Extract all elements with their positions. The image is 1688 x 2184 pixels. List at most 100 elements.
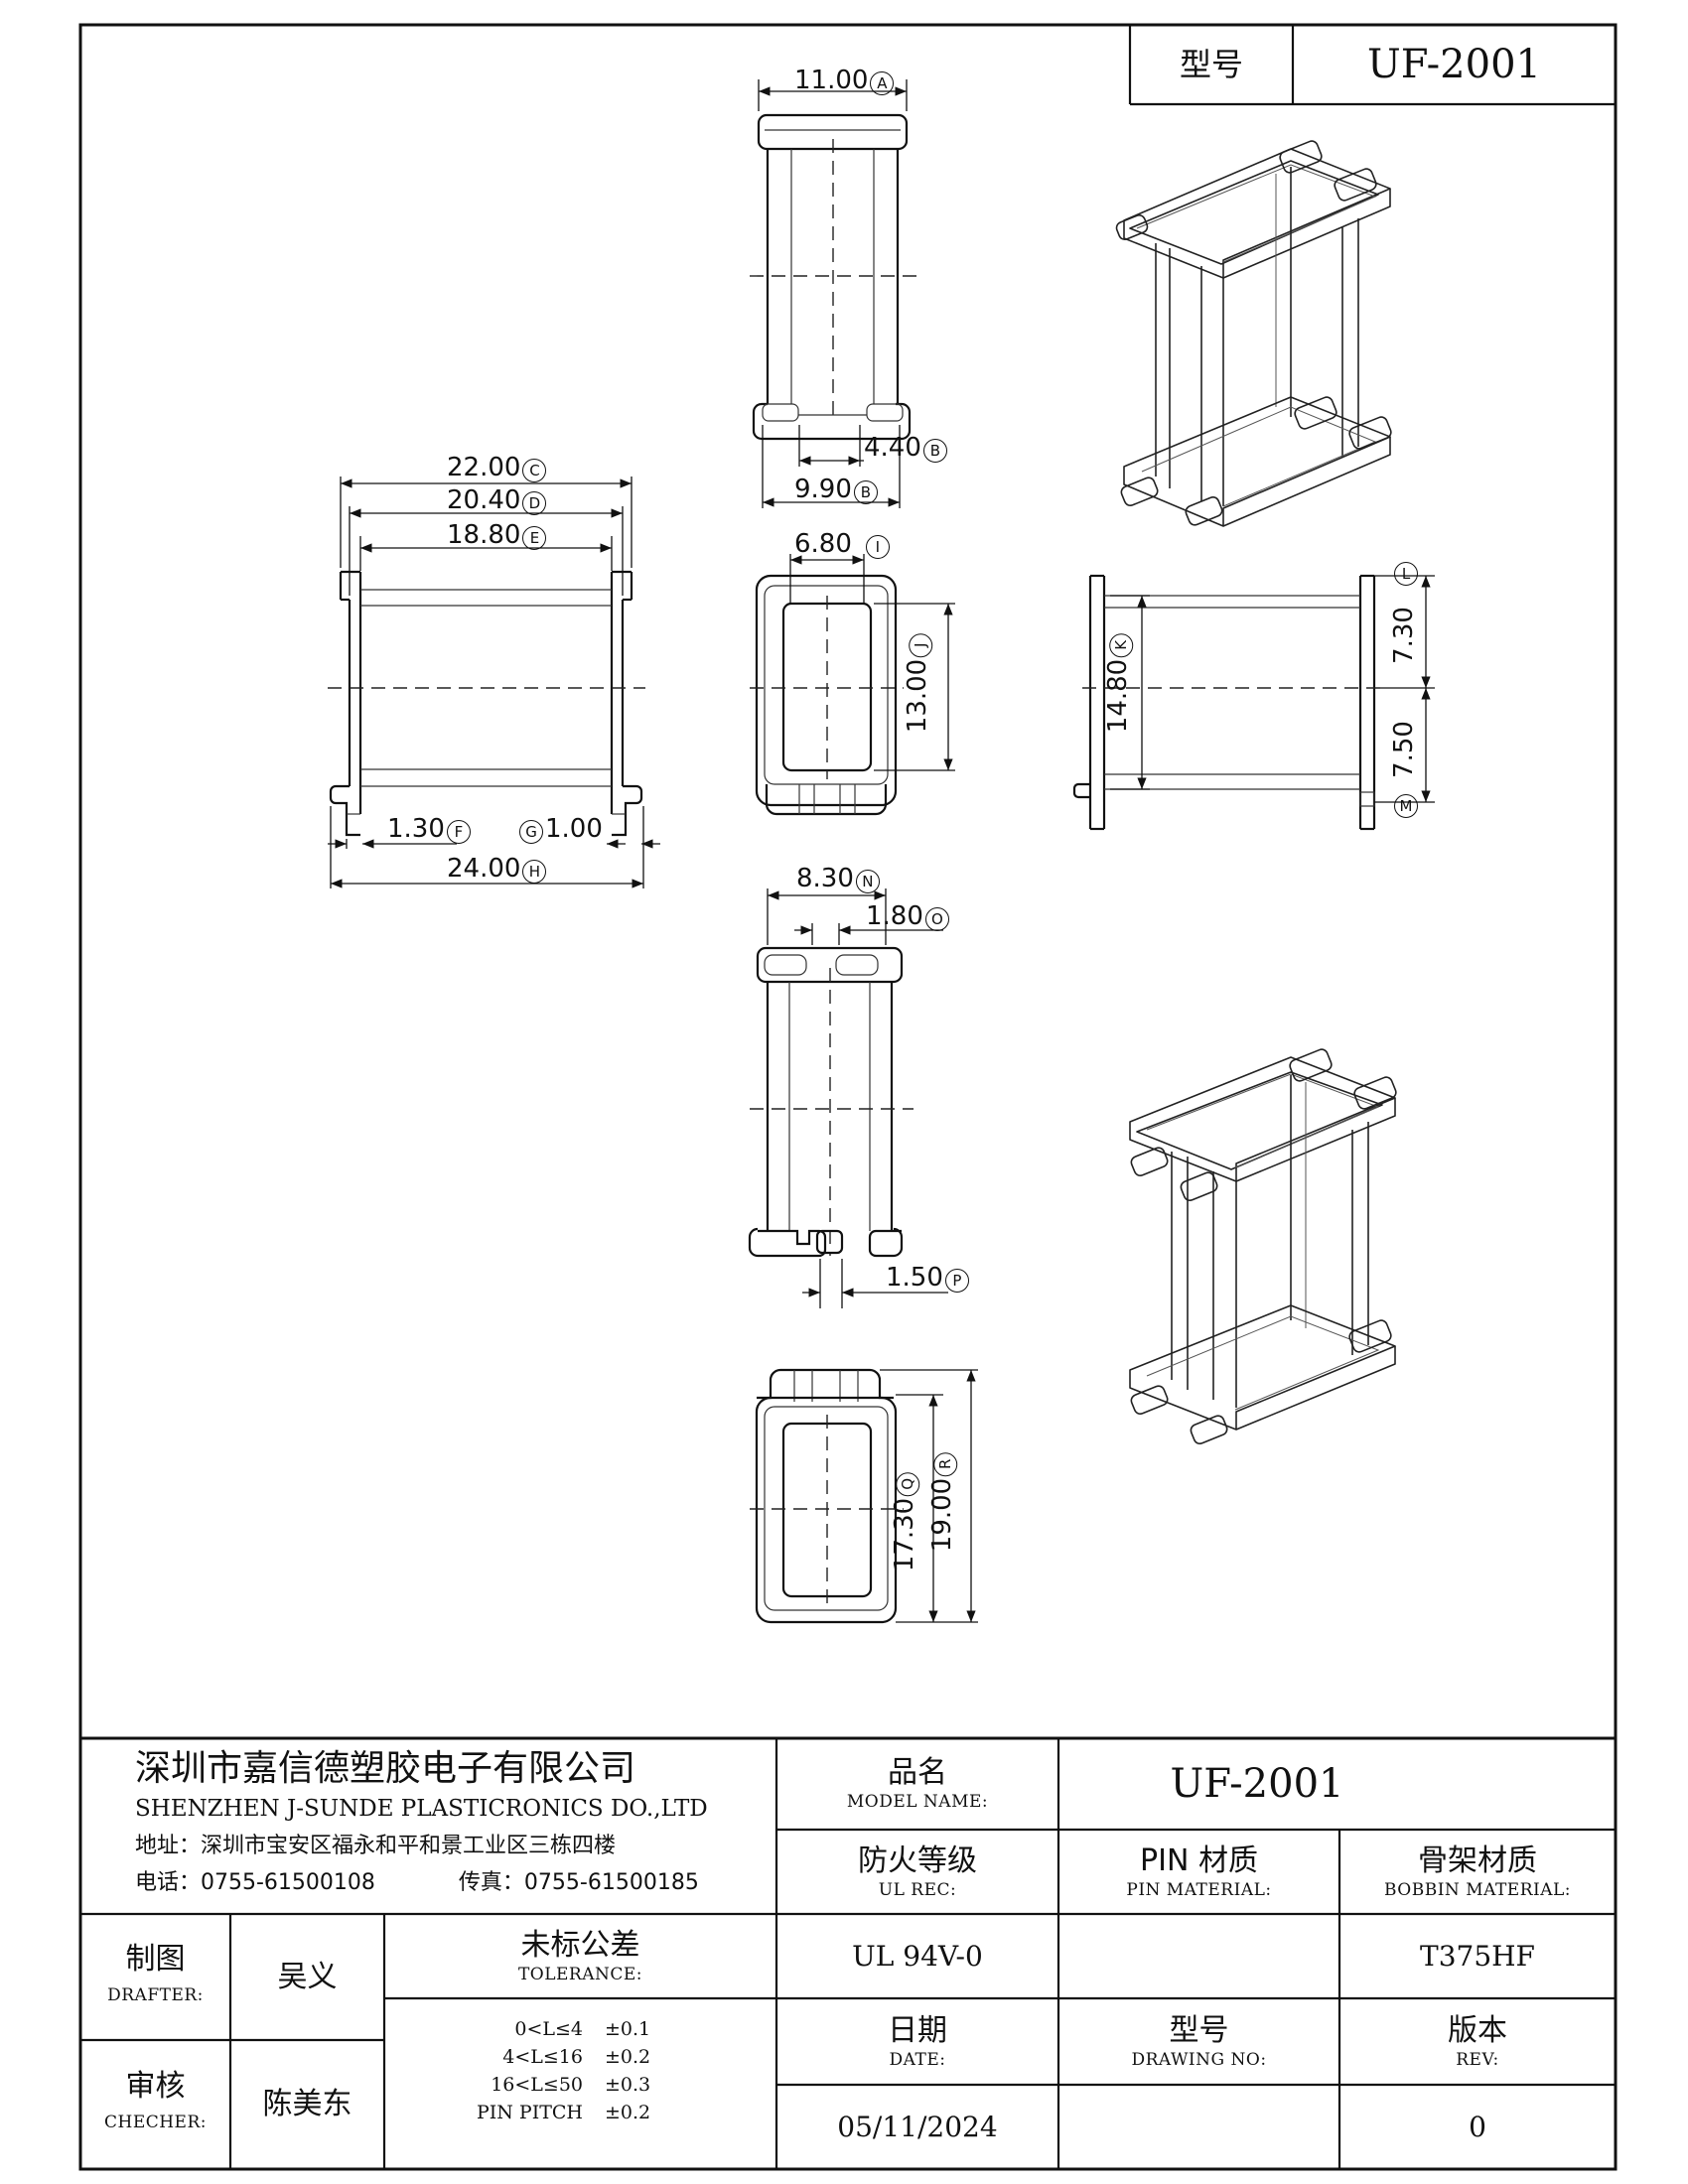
date-cn: 日期	[888, 2012, 947, 2048]
rev-en: REV:	[1456, 2049, 1499, 2070]
model-name-en: MODEL NAME:	[846, 1792, 989, 1812]
checker-en: CHECHER:	[103, 2113, 207, 2132]
isometric-view-1	[1115, 140, 1392, 527]
tolerance-label: 未标公差 TOLERANCE:	[384, 1914, 776, 1998]
tolerance-value-1: ±0.2	[605, 2046, 651, 2068]
model-name-cn: 品名	[888, 1755, 947, 1790]
bobbin-en: BOBBIN MATERIAL:	[1383, 1879, 1572, 1900]
pin-material-value	[1058, 1914, 1339, 1998]
dim-J-letter: J	[909, 632, 933, 657]
rev-value-text: 0	[1469, 2111, 1486, 2143]
drawing-no-en: DRAWING NO:	[1131, 2049, 1267, 2070]
dim-R-text: 19.00R	[927, 1451, 958, 1553]
view-end-13	[750, 554, 955, 816]
view-end-17	[750, 1368, 978, 1624]
rev-value: 0	[1339, 2085, 1616, 2169]
bobbin-material-value: T375HF	[1339, 1914, 1616, 1998]
bobbin-material-label: 骨架材质 BOBBIN MATERIAL:	[1339, 1830, 1616, 1914]
dim-B1-letter: B	[922, 439, 947, 463]
outer-frame	[78, 23, 1618, 2171]
dim-P-value: 1.50	[886, 1263, 943, 1293]
dim-C-value: 22.00	[447, 453, 521, 482]
dim-I-value: 6.80	[794, 529, 852, 559]
model-name-value: UF-2001	[1058, 1738, 1456, 1830]
date-en: DATE:	[889, 2049, 946, 2070]
title-block-grid	[80, 1736, 1616, 2169]
model-name-value-text: UF-2001	[1170, 1761, 1344, 1807]
date-value: 05/11/2024	[776, 2085, 1058, 2169]
tolerance-range-2: 16<L≤50	[491, 2074, 583, 2096]
ul-value: UL 94V-0	[776, 1914, 1058, 1998]
dim-G-value: 1.00	[545, 814, 603, 844]
checker-value: 陈美东	[230, 2040, 384, 2169]
bobbin-value-text: T375HF	[1420, 1940, 1535, 1973]
checker-label: 审核 CHECHER:	[80, 2040, 230, 2169]
ul-value-text: UL 94V-0	[852, 1940, 983, 1973]
date-label: 日期 DATE:	[776, 1998, 1058, 2085]
drafter-cn: 制图	[125, 1941, 186, 1977]
dim-K-letter: K	[1109, 632, 1134, 657]
dim-D-value: 20.40	[447, 485, 521, 515]
dim-R-holder: 19.00R	[927, 1439, 976, 1569]
dim-M-value: 7.50	[1388, 721, 1419, 778]
dim-N-value: 8.30	[796, 864, 854, 893]
tolerance-cn: 未标公差	[520, 1927, 640, 1963]
tolerance-ranges: 0<L≤4 4<L≤16 16<L≤50 PIN PITCH	[384, 2015, 583, 2126]
dim-G-letter: G	[519, 820, 543, 844]
dim-I-letter: I	[865, 535, 890, 559]
dim-R-value: 19.00	[927, 1477, 958, 1553]
dim-H-value: 24.00	[447, 854, 521, 884]
tolerance-value-3: ±0.2	[605, 2102, 651, 2123]
dim-I: 6.80 I	[794, 529, 890, 559]
dim-L-holder: 7.30	[1385, 601, 1425, 670]
dim-E-letter: E	[522, 526, 547, 550]
ul-cn: 防火等级	[858, 1843, 977, 1878]
header-type-label-text: 型号	[1179, 46, 1243, 83]
drawing-no-cn: 型号	[1169, 2012, 1229, 2048]
view-top-11	[750, 79, 918, 508]
view-side-14	[1072, 574, 1435, 831]
company-info: 深圳市嘉信德塑胶电子有限公司 SHENZHEN J-SUNDE PLASTICR…	[80, 1738, 776, 1914]
dim-B2-value: 9.90	[794, 475, 852, 504]
dim-O-letter: O	[924, 907, 949, 931]
company-fax: 传真：0755-61500185	[458, 1870, 699, 1895]
dim-A-letter: A	[870, 71, 895, 95]
header-type-value: UF-2001	[1293, 25, 1616, 104]
dim-J-value: 13.00	[903, 658, 933, 734]
dim-J-holder: 13.00J	[903, 620, 951, 750]
dim-O-value: 1.80	[866, 901, 923, 931]
dim-Q-value: 17.30	[890, 1497, 920, 1572]
dim-A-value: 11.00	[794, 66, 869, 95]
tolerance-en: TOLERANCE:	[517, 1964, 643, 1984]
tolerance-values: ±0.1 ±0.2 ±0.3 ±0.2	[605, 2015, 724, 2126]
dim-L-value: 7.30	[1388, 607, 1419, 664]
company-name-en: SHENZHEN J-SUNDE PLASTICRONICS DO.,LTD	[135, 1796, 708, 1822]
tolerance-value-0: ±0.1	[605, 2018, 651, 2040]
model-name-label: 品名 MODEL NAME:	[776, 1738, 1058, 1830]
dim-N-letter: N	[855, 870, 880, 893]
dim-B1-value: 4.40	[864, 433, 921, 463]
tolerance-table: 0<L≤4 4<L≤16 16<L≤50 PIN PITCH ±0.1 ±0.2…	[384, 2005, 776, 2164]
dim-B2-letter: B	[853, 480, 878, 504]
ul-en: UL REC:	[878, 1879, 957, 1900]
date-value-text: 05/11/2024	[837, 2111, 998, 2143]
dim-H-letter: H	[522, 860, 547, 884]
dim-K-text: 14.80K	[1103, 632, 1134, 733]
rev-label: 版本 REV:	[1339, 1998, 1616, 2085]
dim-E-value: 18.80	[447, 520, 521, 550]
pin-cn: PIN 材质	[1140, 1843, 1258, 1878]
view-front-22	[328, 477, 660, 888]
tolerance-range-1: 4<L≤16	[502, 2046, 583, 2068]
view-bottom-8	[748, 888, 948, 1308]
company-phone: 电话：0755-61500108	[135, 1870, 375, 1895]
